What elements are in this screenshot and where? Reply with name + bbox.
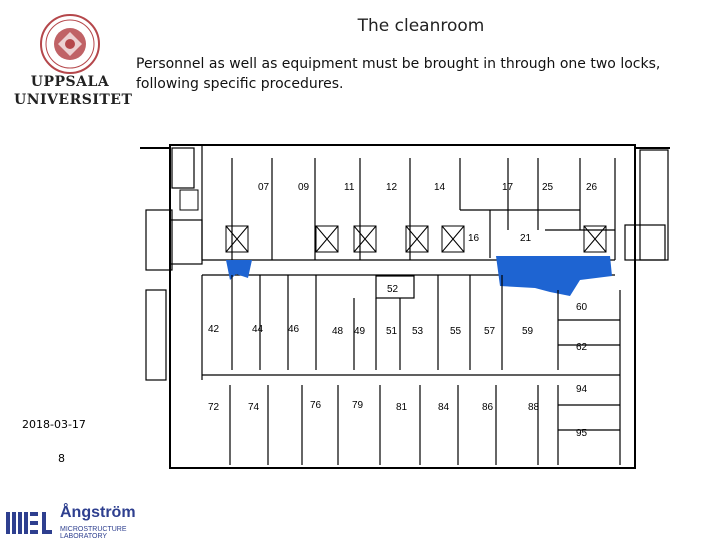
cleanroom-floorplan: 07 09 11 12 14 17 25 26 16 21 52 42 44 4… xyxy=(140,140,670,474)
room-57-label: 57 xyxy=(484,326,496,337)
room-76-label: 76 xyxy=(310,400,322,411)
room-16-label: 16 xyxy=(468,233,480,244)
floorplan-outer-wall xyxy=(169,144,636,469)
room-72-label: 72 xyxy=(208,402,220,413)
room-86-label: 86 xyxy=(482,402,494,413)
room-25-label: 25 xyxy=(542,182,554,193)
slide-body-text: Personnel as well as equipment must be b… xyxy=(136,56,661,92)
slide-title: The cleanroom xyxy=(357,16,485,36)
slide-date: 2018-03-17 xyxy=(22,418,86,431)
university-seal-icon xyxy=(40,14,100,74)
room-74-label: 74 xyxy=(248,402,260,413)
room-14-label: 14 xyxy=(434,182,446,193)
room-09-label: 09 xyxy=(298,182,310,193)
room-53-label: 53 xyxy=(412,326,424,337)
room-60-label: 60 xyxy=(576,302,588,313)
floorplan-drawing: 07 09 11 12 14 17 25 26 16 21 52 42 44 4… xyxy=(140,144,670,469)
room-84-label: 84 xyxy=(438,402,450,413)
room-51-label: 51 xyxy=(386,326,398,337)
room-17-label: 17 xyxy=(502,182,514,193)
msl-logo-icon xyxy=(6,512,52,534)
lab-subtitle: MICROSTRUCTURE LABORATORY xyxy=(60,526,127,540)
angstrom-laboratory-logo: Ångström MICROSTRUCTURE LABORATORY xyxy=(6,504,166,540)
room-62-label: 62 xyxy=(576,342,588,353)
room-46-label: 46 xyxy=(288,324,300,335)
room-88-label: 88 xyxy=(528,402,540,413)
room-11-label: 11 xyxy=(344,182,355,193)
room-94-label: 94 xyxy=(576,384,588,395)
room-79-label: 79 xyxy=(352,400,364,411)
room-44-label: 44 xyxy=(252,324,264,335)
room-21-label: 21 xyxy=(520,233,532,244)
room-07-label: 07 xyxy=(258,182,270,193)
room-81-label: 81 xyxy=(396,402,408,413)
room-59-label: 59 xyxy=(522,326,534,337)
slide-page-number: 8 xyxy=(58,452,65,465)
room-95-label: 95 xyxy=(576,428,588,439)
room-26-label: 26 xyxy=(586,182,598,193)
room-49-label: 49 xyxy=(354,326,366,337)
room-12-label: 12 xyxy=(386,182,398,193)
room-55-label: 55 xyxy=(450,326,462,337)
lab-name: Ångström xyxy=(60,504,136,521)
university-name-line1: UPPSALA xyxy=(30,74,110,90)
airlock-highlight xyxy=(226,256,612,296)
university-name-line2: UNIVERSITET xyxy=(14,92,133,108)
airlock-right xyxy=(496,256,612,296)
uppsala-university-logo: UPPSALA UNIVERSITET xyxy=(14,14,133,114)
room-42-label: 42 xyxy=(208,324,220,335)
airlock-left xyxy=(226,260,252,280)
room-52-label: 52 xyxy=(387,284,399,295)
room-48-label: 48 xyxy=(332,326,344,337)
